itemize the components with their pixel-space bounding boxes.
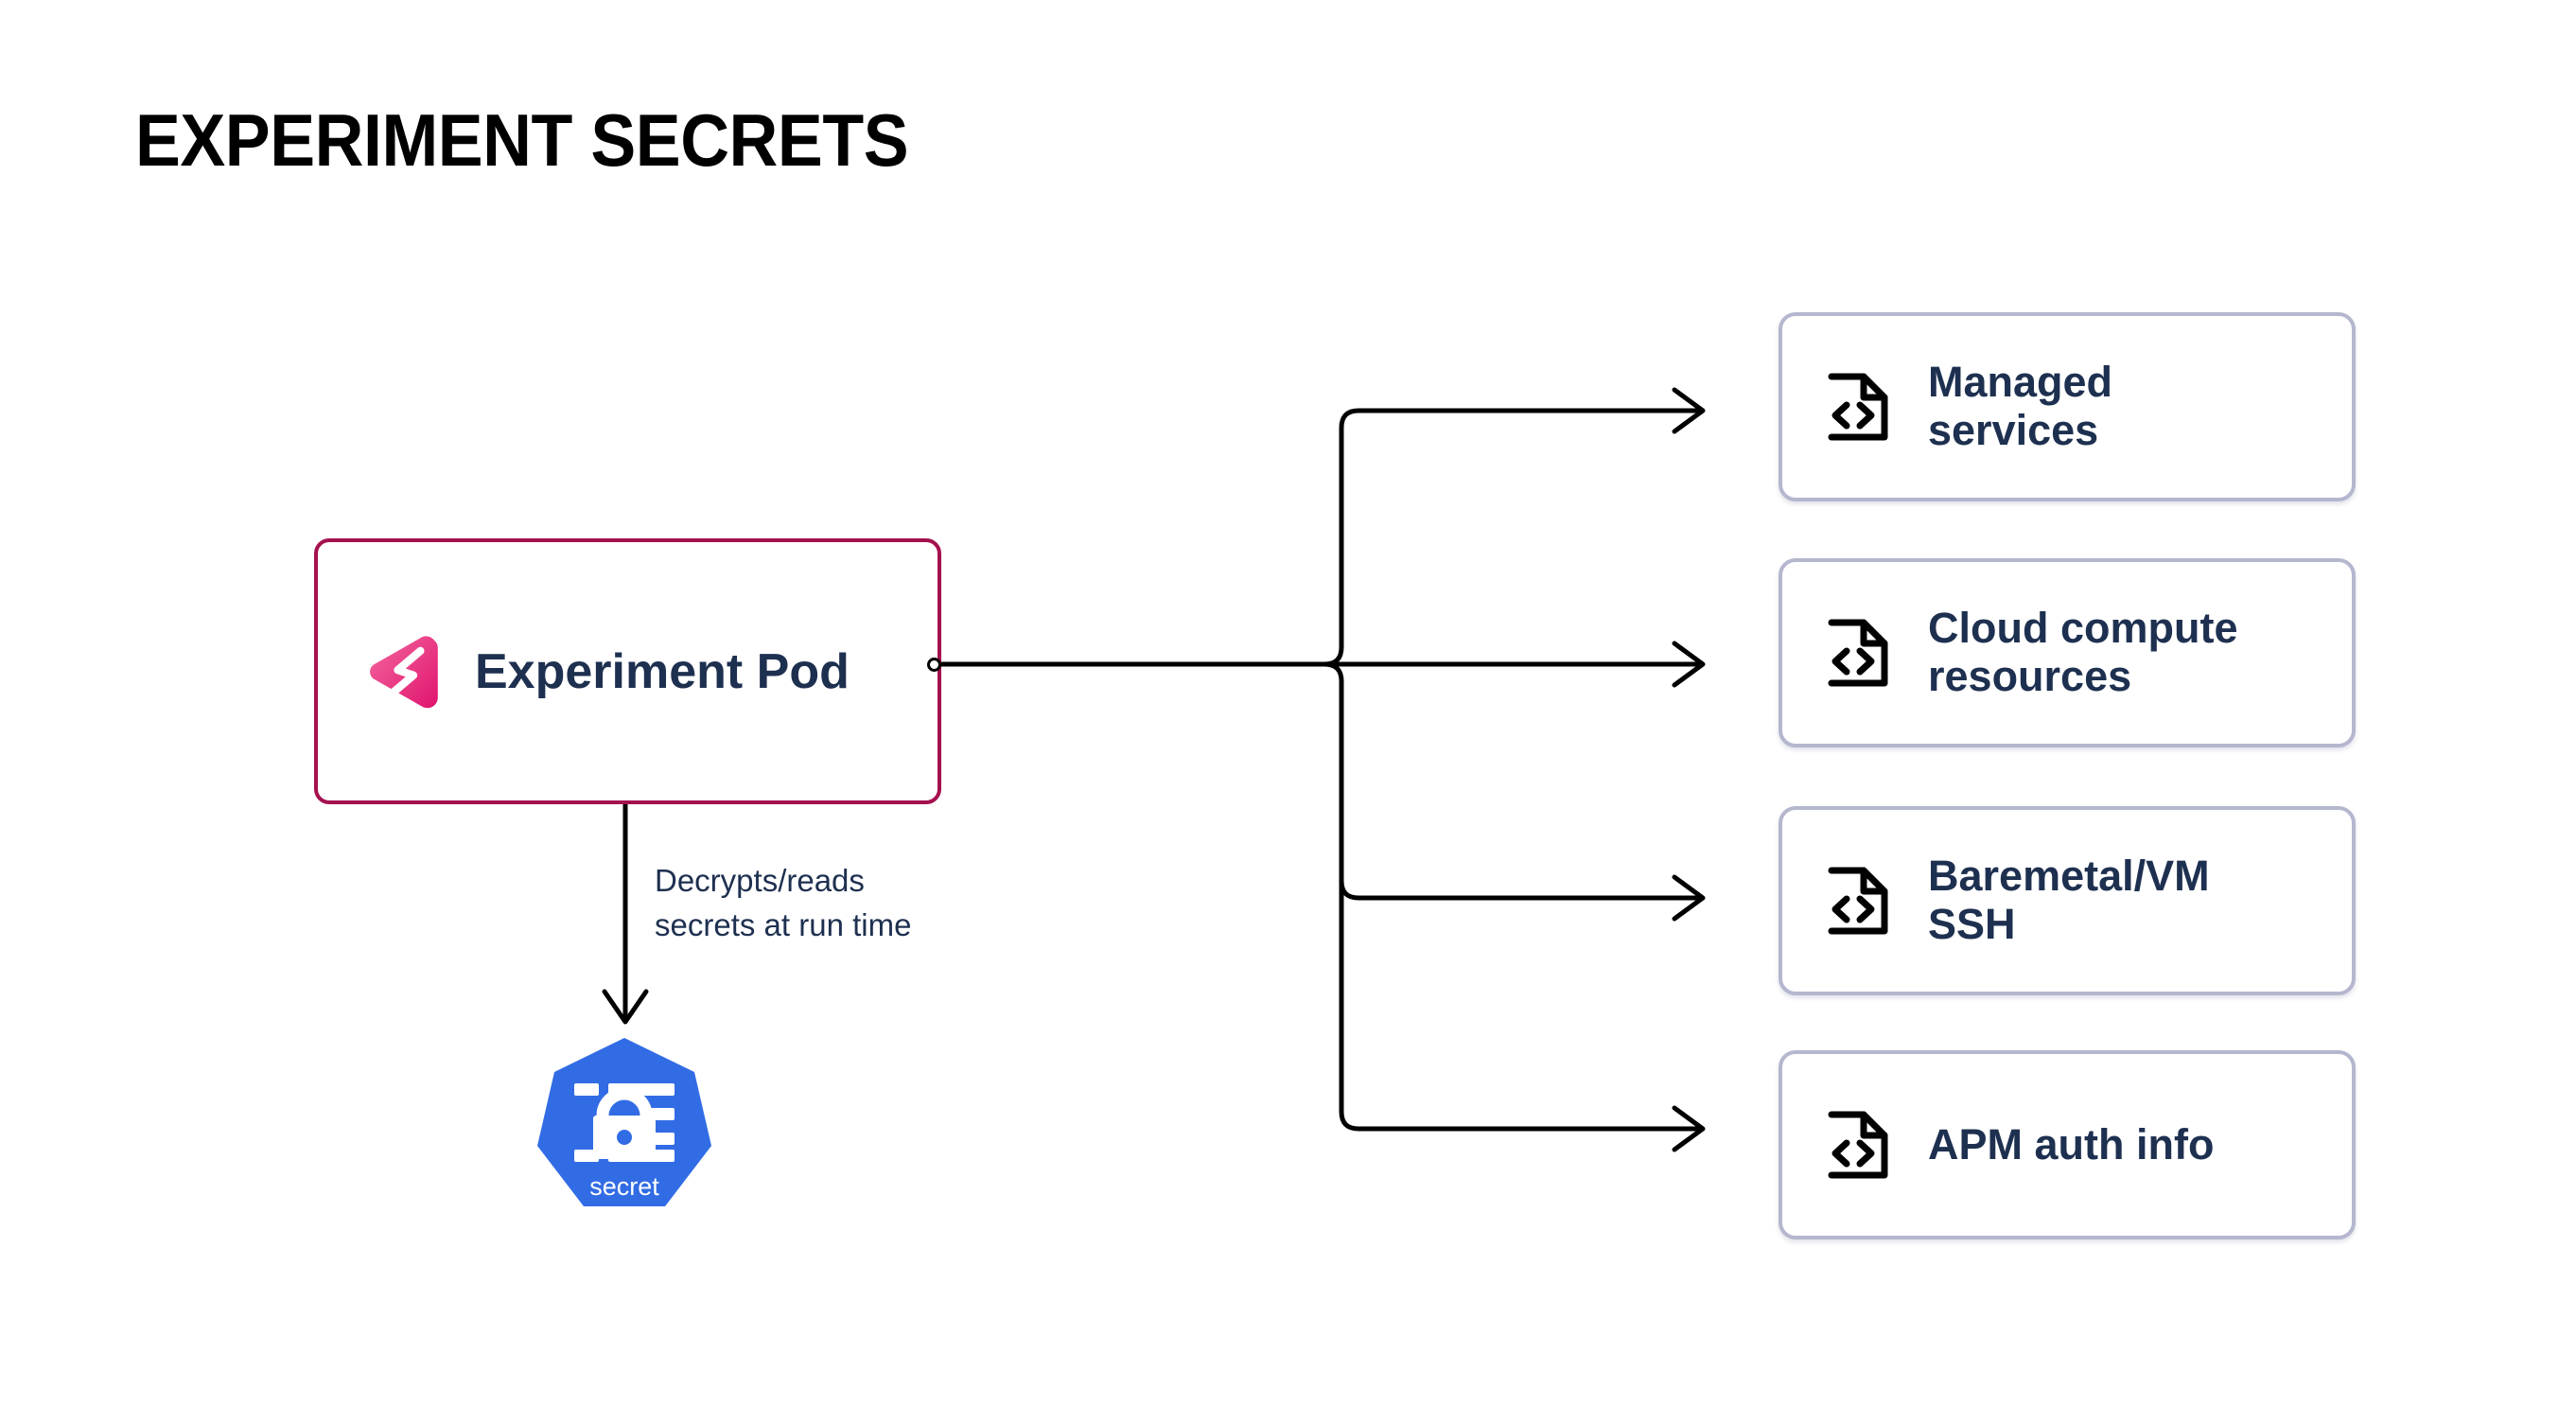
page-title: EXPERIMENT SECRETS [135, 98, 909, 182]
target-label-line1: Cloud compute [1928, 604, 2238, 653]
arrowhead-apm [1672, 1105, 1706, 1152]
edge-annotation-line1: Decrypts/reads [655, 863, 865, 898]
kubernetes-secret-node[interactable]: secret [534, 1034, 714, 1220]
target-card-apm-auth-info[interactable]: APM auth info [1779, 1050, 2356, 1239]
target-card-label: APM auth info [1928, 1119, 2215, 1169]
target-card-cloud-compute-resources[interactable]: Cloud compute resources [1779, 558, 2356, 747]
target-label-line1: Managed [1928, 358, 2113, 407]
edge-annotation-line2: secrets at run time [655, 906, 912, 942]
target-card-label: Baremetal/VM SSH [1928, 852, 2210, 949]
chaos-mesh-logo-icon [370, 635, 438, 708]
experiment-pod-label: Experiment Pod [475, 643, 850, 699]
target-label-line1: Baremetal/VM [1928, 852, 2210, 901]
kubernetes-secret-icon: secret [537, 1038, 711, 1206]
arrowhead-cloud-compute [1672, 641, 1706, 688]
target-label-line2: resources [1928, 652, 2132, 700]
edge-annotation: Decrypts/reads secrets at run time [655, 859, 1033, 948]
edge-branch-apm [1322, 661, 1701, 1132]
file-code-icon [1828, 1111, 1888, 1179]
file-code-icon [1828, 867, 1888, 935]
edge-branch-managed-services [1339, 408, 1701, 431]
arrowhead-managed-services [1672, 387, 1706, 434]
arrowhead-secret [602, 989, 649, 1025]
target-label-line2: services [1928, 406, 2099, 454]
experiment-pod-node[interactable]: Experiment Pod [314, 538, 941, 804]
edge-junction-upper [1322, 425, 1344, 667]
target-card-label: Cloud compute resources [1928, 604, 2238, 701]
secret-label: secret [589, 1172, 659, 1201]
file-code-icon [1828, 619, 1888, 687]
target-card-managed-services[interactable]: Managed services [1779, 312, 2356, 501]
file-code-icon [1828, 373, 1888, 441]
pod-connector-port [927, 658, 941, 672]
target-label-line2: SSH [1928, 900, 2016, 948]
target-label-line1: APM auth info [1928, 1119, 2215, 1169]
target-card-label: Managed services [1928, 358, 2113, 455]
target-card-baremetal-vm-ssh[interactable]: Baremetal/VM SSH [1779, 806, 2356, 995]
edge-branch-baremetal [1339, 878, 1701, 901]
arrowhead-baremetal [1672, 874, 1706, 922]
